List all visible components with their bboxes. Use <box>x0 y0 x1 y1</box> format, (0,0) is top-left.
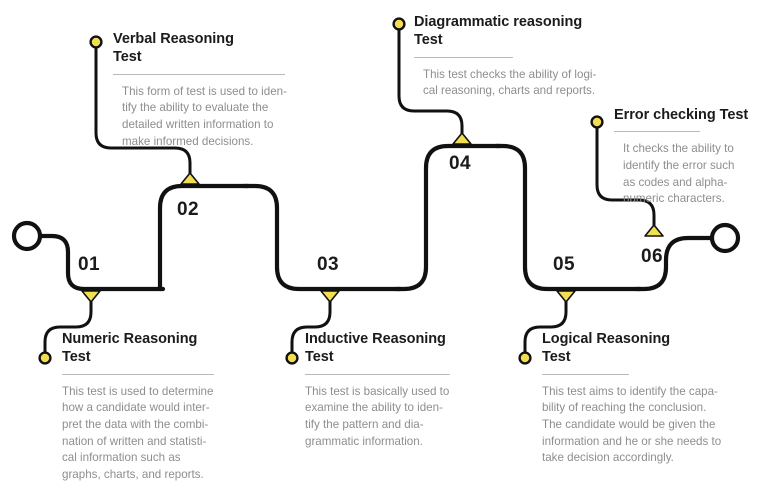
infographic-canvas: 01 02 03 04 05 06 Numeric Reasoning Test… <box>11 13 764 481</box>
spine-segment-03-to-04 <box>393 143 503 292</box>
card-title-05: Logical Reasoning Test <box>542 331 671 366</box>
start-circle-outline-icon <box>11 220 43 252</box>
card-divider-03 <box>305 373 450 375</box>
leader-dot-02-icon <box>89 35 103 49</box>
card-title-02: Verbal Reasoning Test <box>113 31 234 66</box>
spine-segment-01-to-02 <box>157 183 251 292</box>
step-number-06: 06 <box>641 246 663 267</box>
card-divider-01 <box>62 373 214 375</box>
info-card-02[interactable]: Verbal Reasoning Test This form of test … <box>113 30 308 150</box>
card-title-01: Numeric Reasoning Test <box>62 331 198 366</box>
spine-segment-start <box>37 233 166 292</box>
card-body-06: It checks the ability to identify the er… <box>623 142 735 206</box>
node-marker-04-triangle-up-icon <box>452 132 472 145</box>
step-number-05: 05 <box>553 254 575 275</box>
step-number-01: 01 <box>78 254 100 275</box>
card-divider-02 <box>113 73 285 75</box>
card-title-03: Inductive Reasoning Test <box>305 331 446 366</box>
card-title-06: Error checking Test <box>614 107 749 123</box>
leader-dot-04-icon <box>392 17 406 31</box>
leader-dot-03-icon <box>285 351 299 365</box>
card-divider-06 <box>614 131 700 133</box>
card-body-02: This form of test is used to iden- tify … <box>122 84 287 148</box>
card-divider-05 <box>542 373 629 375</box>
info-card-06[interactable]: Error checking Test It checks the abilit… <box>614 106 764 208</box>
node-marker-02-triangle-up-icon <box>180 172 200 185</box>
card-divider-04 <box>414 56 513 58</box>
leader-dot-01-icon <box>38 351 52 365</box>
node-marker-05-triangle-down-icon <box>556 290 576 303</box>
card-body-05: This test aims to identify the capa- bil… <box>542 384 722 465</box>
node-marker-06-triangle-up-icon <box>644 224 664 237</box>
step-number-03: 03 <box>317 254 339 275</box>
node-marker-01-triangle-down-icon <box>81 290 101 303</box>
info-card-05[interactable]: Logical Reasoning Test This test aims to… <box>542 330 757 467</box>
card-body-04: This test checks the ability of logi- ca… <box>423 67 597 98</box>
step-number-04: 04 <box>449 153 471 174</box>
card-body-01: This test is used to determine how a can… <box>62 384 214 481</box>
leader-dot-05-icon <box>518 351 532 365</box>
info-card-03[interactable]: Inductive Reasoning Test This test is ba… <box>305 330 485 450</box>
info-card-01[interactable]: Numeric Reasoning Test This test is used… <box>62 330 237 484</box>
node-marker-03-triangle-down-icon <box>320 290 340 303</box>
leader-dot-06-icon <box>590 115 604 129</box>
step-number-02: 02 <box>177 199 199 220</box>
end-circle-outline-icon <box>709 222 741 254</box>
info-card-04[interactable]: Diagrammatic reasoning Test This test ch… <box>414 13 629 100</box>
card-title-04: Diagrammatic reasoning Test <box>414 14 583 49</box>
card-body-03: This test is basically used to examine t… <box>305 384 450 448</box>
